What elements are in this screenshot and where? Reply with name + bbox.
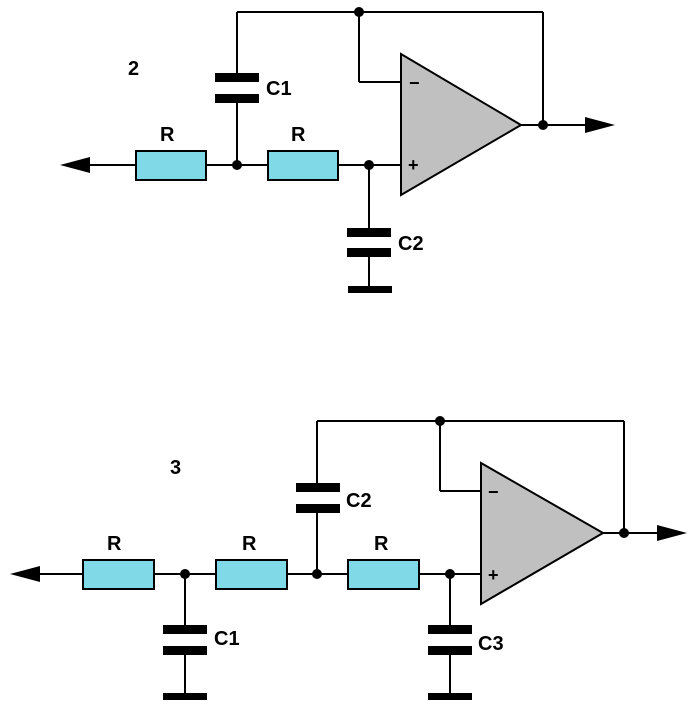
resistor-r3-label: R bbox=[374, 533, 389, 555]
opamp-inverting-sign: − bbox=[488, 482, 499, 502]
capacitor-c3-plate bbox=[428, 646, 472, 655]
resistor-r1-label: R bbox=[107, 533, 122, 555]
resistor-r2 bbox=[267, 150, 339, 181]
opamp-noninverting-sign: + bbox=[488, 565, 499, 585]
opamp-inverting-sign: − bbox=[409, 73, 420, 93]
capacitor-c2-plate bbox=[296, 504, 340, 513]
opamp-noninverting-sign: + bbox=[408, 155, 419, 175]
capacitor-c1-plate bbox=[215, 94, 259, 103]
capacitor-c3-label: C3 bbox=[478, 633, 504, 655]
junction-node bbox=[538, 120, 548, 130]
capacitor-c1-plate bbox=[163, 646, 207, 655]
input-arrow bbox=[10, 566, 40, 582]
ground-symbol bbox=[348, 286, 392, 293]
capacitor-c1-label: C1 bbox=[266, 78, 292, 100]
resistor-r3 bbox=[347, 559, 420, 590]
opamp bbox=[400, 52, 523, 197]
capacitor-c1-label: C1 bbox=[214, 628, 240, 650]
capacitor-c2-plate bbox=[296, 483, 340, 492]
capacitor-c2-plate bbox=[347, 228, 391, 237]
input-arrow bbox=[60, 157, 90, 173]
circuit-2: 2 R R C1 C2 bbox=[60, 7, 615, 293]
ground-symbol bbox=[428, 693, 472, 700]
resistor-r2 bbox=[215, 559, 288, 590]
circuit-2-number: 2 bbox=[128, 58, 139, 80]
output-arrow bbox=[585, 117, 615, 133]
resistor-r1-label: R bbox=[160, 124, 175, 146]
capacitor-c2-label: C2 bbox=[398, 233, 424, 255]
circuit-3-number: 3 bbox=[170, 457, 181, 479]
capacitor-c1-plate bbox=[163, 625, 207, 634]
resistor-r1 bbox=[82, 559, 155, 590]
junction-node bbox=[619, 528, 629, 538]
opamp bbox=[480, 461, 605, 606]
capacitor-c2-label: C2 bbox=[346, 490, 372, 512]
resistor-r2-label: R bbox=[291, 124, 306, 146]
capacitor-c3-plate bbox=[428, 625, 472, 634]
resistor-r2-label: R bbox=[242, 533, 257, 555]
output-arrow bbox=[657, 525, 687, 541]
capacitor-c2-plate bbox=[347, 248, 391, 257]
ground-symbol bbox=[163, 693, 207, 700]
capacitor-c1-plate bbox=[215, 73, 259, 82]
resistor-r1 bbox=[135, 150, 207, 181]
circuit-3: 3 R C1 R C2 R bbox=[10, 416, 687, 700]
